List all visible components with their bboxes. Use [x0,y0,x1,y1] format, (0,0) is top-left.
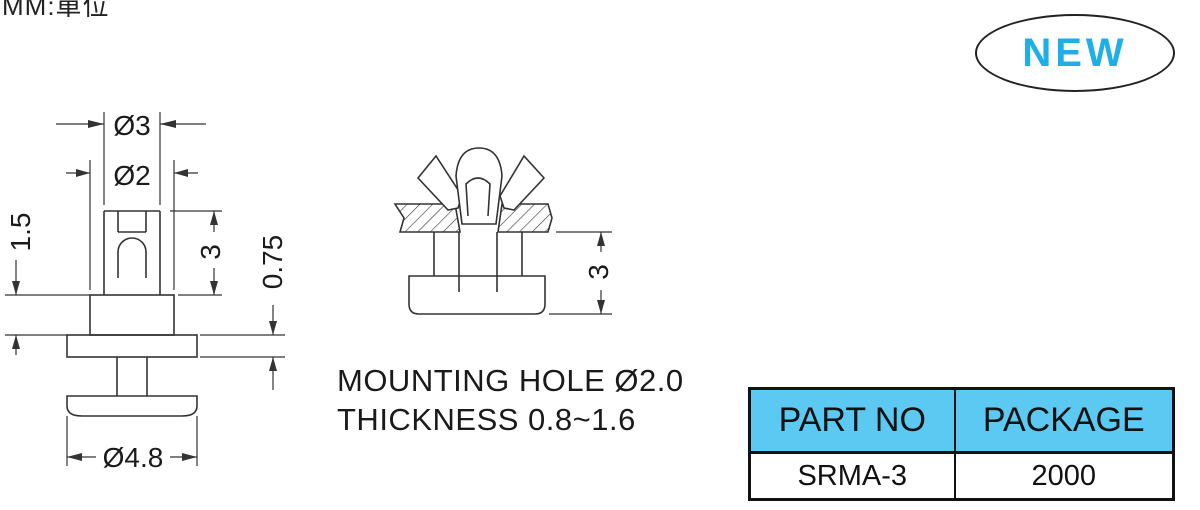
front-dimension-labels: Ø3 Ø2 1.5 3 0.75 Ø4.8 [5,110,288,473]
center-pin-inner [465,177,491,217]
flange-outline [66,334,198,358]
new-badge-label: NEW [1022,30,1128,75]
unit-label: MM:單位 [2,0,110,21]
head-outline [103,210,161,295]
new-badge: NEW [975,14,1175,92]
wing-left [416,154,463,211]
dim-top-dia-inner: Ø2 [113,160,150,191]
dim-left-height: 1.5 [5,213,36,252]
cell-part-no: SRMA-3 [748,451,956,501]
slot-outline [117,211,147,233]
table-header-row: PART NO PACKAGE [748,387,1175,454]
side-body [433,232,523,292]
dim-base-dia: Ø4.8 [103,442,164,473]
shank-outline [116,357,148,396]
dim-top-dia-outer: Ø3 [113,110,150,141]
header-part-no: PART NO [748,387,956,454]
dim-side-height: 3 [583,264,614,280]
front-view [66,210,198,417]
front-dimension-arrows [12,120,277,461]
side-dimension-arrows [597,232,605,314]
base-outline [66,395,198,417]
dim-slot-height: 3 [195,244,226,260]
cell-package: 2000 [953,451,1175,501]
part-table: PART NO PACKAGE SRMA-3 2000 [748,387,1175,501]
note-thickness: THICKNESS 0.8~1.6 [337,402,636,437]
header-package: PACKAGE [953,387,1175,454]
panel-right [497,203,553,233]
body-outline [89,294,175,336]
wing-right [499,154,546,211]
side-base [408,275,546,315]
dim-flange-thickness: 0.75 [257,235,288,290]
note-mounting-hole: MOUNTING HOLE Ø2.0 [337,363,684,398]
side-view [393,147,553,315]
center-pin [455,147,503,225]
pin-outline [117,237,147,278]
table-row: SRMA-3 2000 [748,451,1175,501]
